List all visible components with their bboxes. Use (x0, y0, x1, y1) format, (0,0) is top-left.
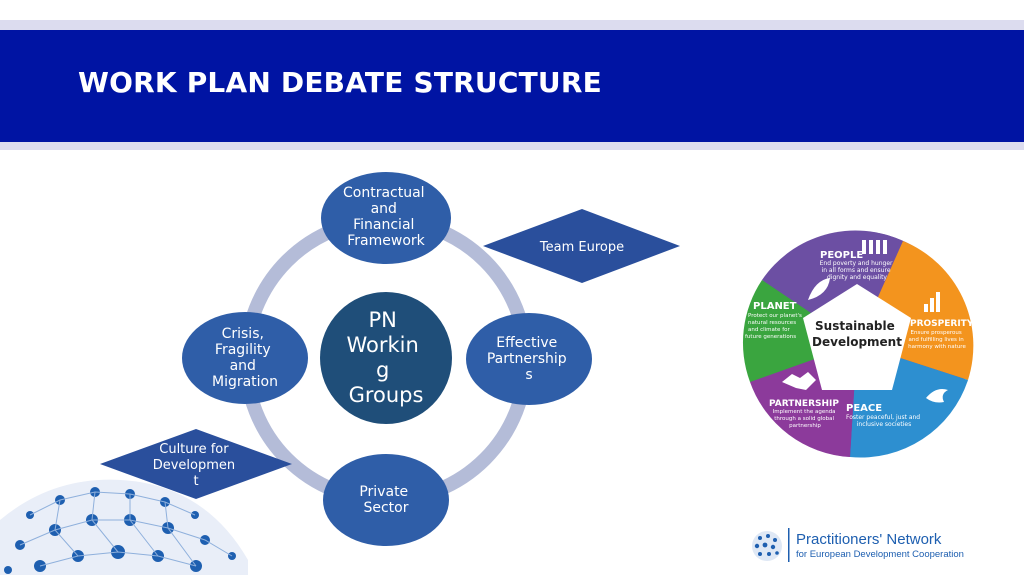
node-left-line-3: and (230, 358, 256, 374)
sdg-planet-line-2: natural resources (748, 320, 796, 326)
sdg-people-line-3: dignity and equality (827, 274, 887, 281)
node-top-line-4: Framework (347, 233, 425, 249)
culture-callout: Culture for Developmen t (100, 429, 292, 499)
globe-network-decoration (0, 479, 248, 575)
node-crisis-fragility-migration: Crisis, Fragility and Migration (182, 312, 308, 404)
svg-text:Crisis, Fragility: Crisis, Fragility and Migration (212, 326, 278, 390)
sdg-wheel: Sustainable Development PEOPLE End pover… (742, 230, 974, 458)
sdg-prosperity-line-2: and fulfilling lives in (909, 337, 965, 343)
svg-text:Contractual and Fi: Contractual and Financial Framework (343, 185, 429, 249)
sdg-planet-line-4: future generations (745, 334, 796, 340)
node-top-line-2: and (371, 201, 397, 217)
node-top-line-1: Contractual (343, 185, 425, 201)
slide-title: WORK PLAN DEBATE STRUCTURE (78, 66, 602, 99)
sdg-prosperity-title: PROSPERITY (910, 319, 974, 329)
node-private-sector: Private Sector (323, 454, 449, 546)
svg-text:End poverty and hunger i: End poverty and hunger in all forms and … (820, 260, 895, 281)
node-bottom-line-1: Private (359, 484, 408, 500)
svg-text:Sustainable Development: Sustainable Development (812, 319, 902, 349)
bar-chart-icon (924, 292, 940, 312)
leaf-icon (808, 278, 830, 300)
node-bottom-line-2: Sector (363, 500, 408, 516)
sdg-prosperity-line-3: harmony with nature (908, 344, 966, 350)
node-right-line-2: Partnership (487, 351, 567, 367)
sdg-planet-line-3: and climate for (748, 327, 790, 333)
sdg-center-line-1: Sustainable (815, 319, 895, 333)
practitioners-network-logo: Practitioners' Network for European Deve… (752, 528, 964, 562)
sdg-planet-title: PLANET (753, 301, 797, 312)
top-accent-strip (0, 20, 1024, 30)
svg-text:Private Sector: Private Sector (359, 484, 412, 516)
svg-text:Culture for Developmen: Culture for Developmen t (153, 442, 240, 489)
logo-name: Practitioners' Network (796, 531, 942, 548)
title-banner (0, 30, 1024, 142)
center-line-4: Groups (349, 383, 424, 407)
sdg-peace-title: PEACE (846, 403, 882, 414)
svg-text:PN Workin g: PN Workin g Groups (346, 308, 425, 407)
sdg-partnership-line-1: Implement the agenda (773, 409, 836, 415)
svg-text:Ensure prosperous and fu: Ensure prosperous and fulfilling lives i… (908, 330, 966, 350)
node-right-line-3: s (525, 367, 532, 383)
logo-tagline: for European Development Cooperation (796, 549, 964, 560)
sdg-peace-line-2: inclusive societies (857, 421, 911, 428)
sdg-planet-line-1: Protect our planet's (748, 313, 802, 319)
svg-text:Implement the agenda thr: Implement the agenda through a solid glo… (773, 409, 838, 429)
sdg-people-line-1: End poverty and hunger (820, 260, 893, 267)
sdg-partnership-line-3: partnership (789, 423, 821, 429)
sdg-people-line-2: in all forms and ensure (822, 267, 891, 274)
sdg-prosperity-line-1: Ensure prosperous (911, 330, 962, 336)
culture-label-line-2: Developmen (153, 458, 235, 473)
center-line-2: Workin (346, 333, 418, 357)
node-right-line-1: Effective (496, 335, 557, 351)
top-strip (0, 0, 1024, 22)
node-effective-partnerships: Effective Partnership s (466, 313, 592, 405)
node-top-line-3: Financial (353, 217, 414, 233)
center-node-pn-working-groups: PN Workin g Groups (320, 292, 452, 424)
people-icon (862, 240, 887, 254)
team-europe-callout: Team Europe (483, 209, 680, 283)
sdg-center-line-2: Development (812, 335, 902, 349)
center-line-3: g (376, 358, 389, 382)
handshake-icon (782, 372, 816, 390)
node-left-line-2: Fragility (215, 342, 271, 358)
team-europe-label: Team Europe (539, 240, 624, 255)
svg-text:Foster peaceful, just and: Foster peaceful, just and inclusive soci… (846, 414, 922, 428)
sdg-people-title: PEOPLE (820, 250, 863, 261)
svg-text:Protect our planet's nat: Protect our planet's natural resources a… (745, 313, 804, 340)
culture-label-line-3: t (193, 474, 198, 489)
culture-label-line-1: Culture for (159, 442, 229, 457)
node-contractual-framework: Contractual and Financial Framework (321, 172, 451, 264)
svg-text:Effective Partnership: Effective Partnership s (487, 335, 571, 383)
node-left-line-1: Crisis, (222, 326, 264, 342)
banner-accent-strip (0, 142, 1024, 150)
dove-icon (926, 389, 948, 403)
sdg-partnership-title: PARTNERSHIP (769, 399, 839, 409)
center-line-1: PN (368, 308, 396, 332)
node-left-line-4: Migration (212, 374, 278, 390)
sdg-peace-line-1: Foster peaceful, just and (846, 414, 920, 421)
sdg-partnership-line-2: through a solid global (774, 416, 834, 422)
